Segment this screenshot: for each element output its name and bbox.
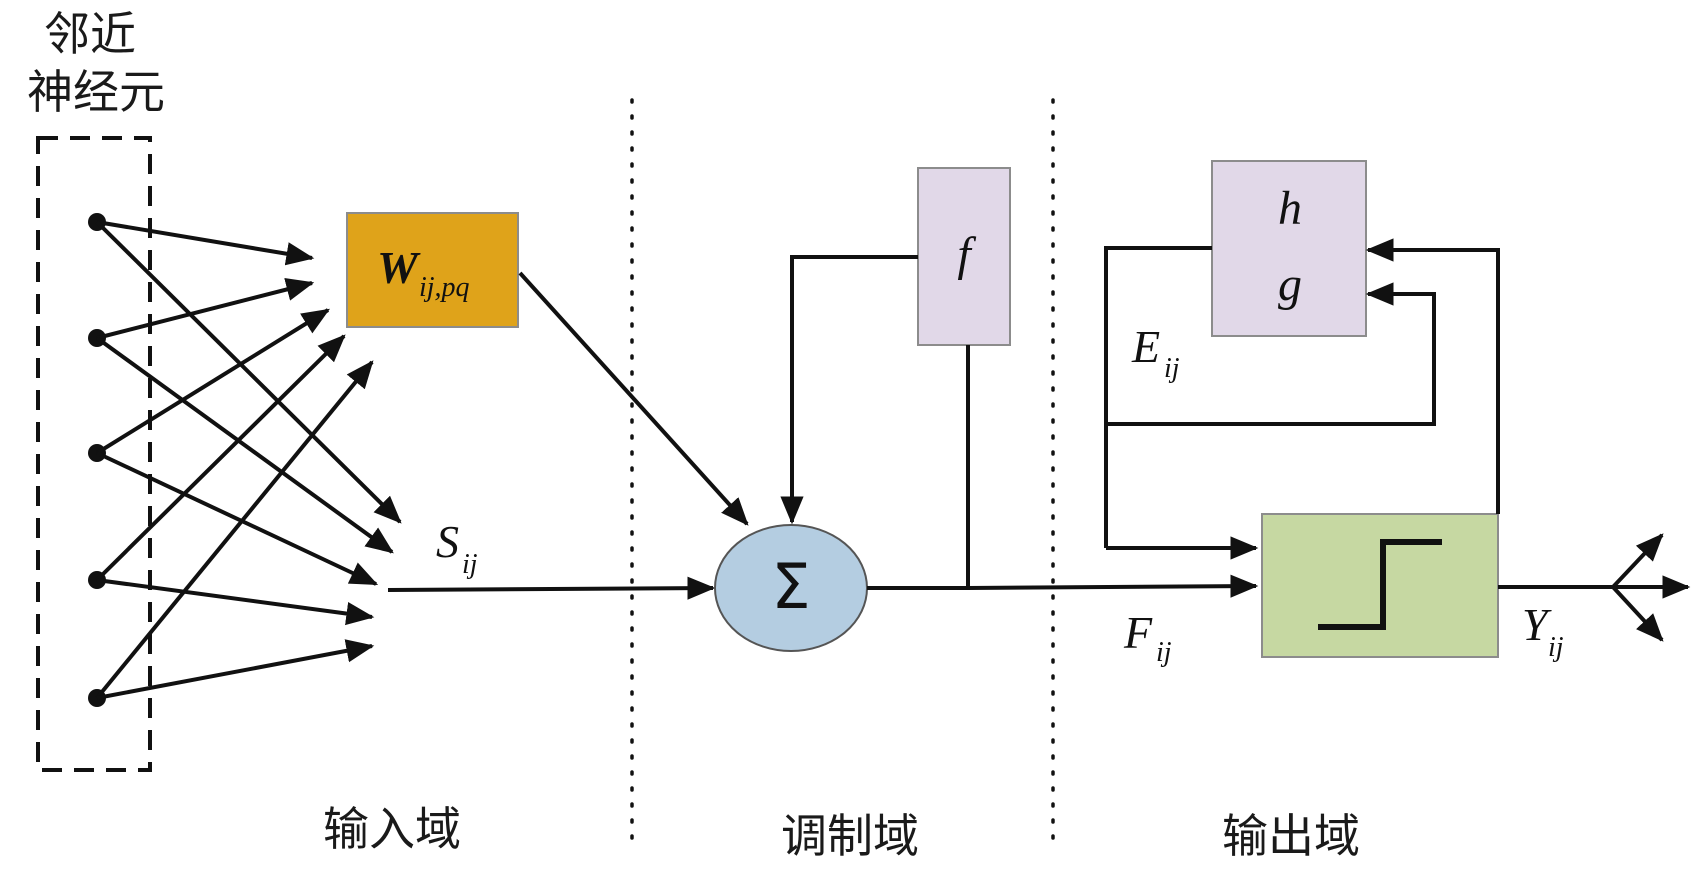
input-domain-label: 输入域	[323, 802, 461, 856]
e-symbol: E	[1131, 321, 1160, 372]
f-signal-subscript: ij	[1156, 637, 1172, 668]
step-function-icon	[1318, 539, 1442, 630]
h-symbol: h	[1278, 182, 1302, 235]
hg-box	[1211, 160, 1367, 337]
neighbor-neurons-label-line2: 神经元	[27, 65, 165, 119]
neighbor-neurons-label-line1: 邻近	[44, 7, 136, 61]
weight-subscript: ij,pq	[419, 272, 470, 303]
e-subscript: ij	[1164, 353, 1180, 384]
neighbor-neurons-box	[36, 136, 152, 772]
y-symbol: Y	[1522, 599, 1552, 650]
f-signal-symbol: F	[1123, 607, 1153, 658]
s-to-sum-arrow	[387, 576, 716, 600]
output-domain-label: 输出域	[1222, 809, 1360, 863]
f-to-sum-arrow	[780, 255, 918, 525]
weight-input-connections	[95, 220, 374, 700]
y-subscript: ij	[1548, 632, 1564, 663]
y-output-branch-down	[1611, 585, 1664, 642]
modulation-domain-label: 调制域	[781, 809, 919, 863]
e-feedback-to-g-arrow	[1106, 282, 1436, 426]
s-subscript: ij	[462, 549, 478, 580]
y-feedback-to-h-arrow	[1365, 238, 1500, 514]
g-symbol: g	[1278, 258, 1302, 311]
f-signal-to-step-arrow	[967, 574, 1259, 598]
weight-box	[346, 212, 519, 328]
weight-symbol: W	[377, 242, 421, 293]
f-box	[917, 167, 1011, 346]
y-output-branch-up	[1611, 533, 1664, 589]
feeding-input-connections	[95, 220, 402, 700]
s-symbol: S	[436, 516, 459, 567]
weight-to-sum-arrow	[518, 271, 749, 526]
sum-symbol: Σ	[771, 550, 810, 623]
e-signal-path	[1104, 246, 1212, 548]
